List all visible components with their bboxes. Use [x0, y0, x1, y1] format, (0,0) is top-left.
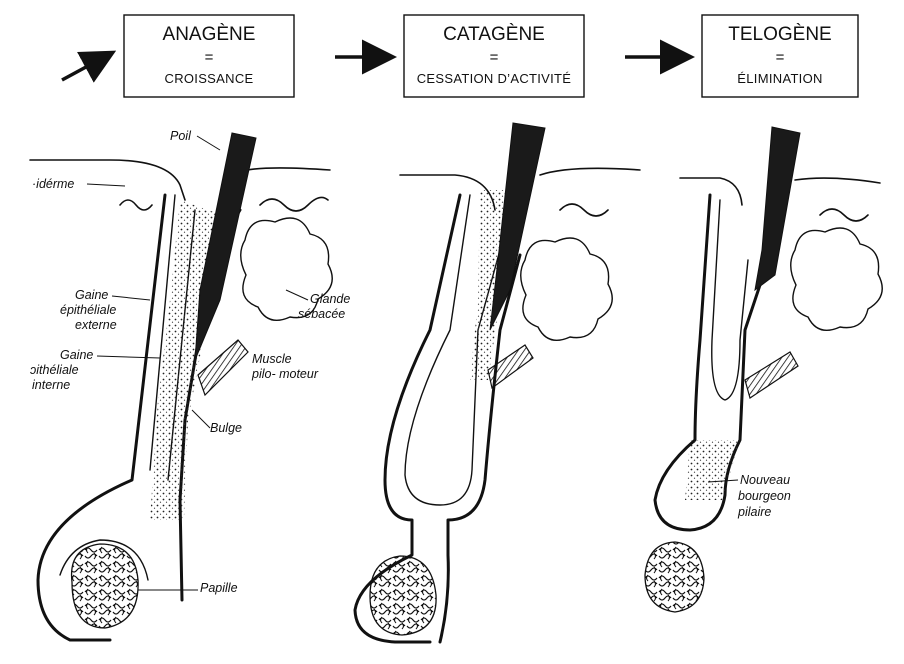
- catagen-outer-left: [353, 193, 462, 644]
- label-gaine-externe: Gaine: [75, 288, 108, 302]
- label-papille: Papille: [200, 581, 238, 595]
- label-muscle: Muscle: [252, 352, 292, 366]
- label-gaine-externe: externe: [75, 318, 117, 332]
- catagen-follicle: [353, 122, 641, 644]
- hair-shaft: [489, 122, 546, 331]
- phase-equals: =: [776, 49, 785, 66]
- phase-subtitle: CESSATION D’ACTIVITÉ: [417, 71, 572, 86]
- label-bourgeon: Nouveau: [740, 473, 790, 487]
- arrector-muscle: [197, 339, 249, 397]
- phase-subtitle: ÉLIMINATION: [737, 71, 822, 86]
- phase-title: TELOGÈNE: [728, 24, 831, 45]
- label-gaine-interne: ɔithéliale: [30, 363, 79, 377]
- epidermis-line: [29, 159, 186, 201]
- label-epiderme: ·idérme: [32, 177, 74, 191]
- anagen-follicle: Poil ·idérme Gaine épithéliale externe G…: [29, 129, 350, 642]
- label-gaine-interne: interne: [32, 378, 70, 392]
- phase-equals: =: [205, 49, 214, 66]
- label-gaine-externe: épithéliale: [60, 303, 116, 317]
- phase-box-catagene: CATAGÈNE = CESSATION D’ACTIVITÉ: [403, 14, 585, 98]
- arrector-muscle: [487, 344, 534, 390]
- dermal-papilla: [644, 541, 705, 613]
- telogen-follicle: Nouveau bourgeon pilaire: [644, 126, 883, 613]
- sebaceous-gland: [520, 237, 613, 341]
- sebaceous-gland: [790, 227, 883, 331]
- phase-box-telogene: TELOGÈNE = ÉLIMINATION: [701, 14, 859, 98]
- phase-title: ANAGÈNE: [163, 24, 256, 45]
- dermal-papilla: [70, 543, 139, 629]
- hair-shaft: [194, 132, 257, 361]
- label-glande: sébacée: [298, 307, 345, 321]
- label-gaine-interne: Gaine: [60, 348, 93, 362]
- label-bourgeon: pilaire: [737, 505, 771, 519]
- phase-equals: =: [490, 49, 499, 66]
- phase-box-anagene: ANAGÈNE = CROISSANCE: [123, 14, 295, 98]
- arrector-muscle: [744, 351, 799, 399]
- sebaceous-gland: [240, 217, 333, 321]
- catagen-outer-right: [438, 253, 522, 644]
- label-bourgeon: bourgeon: [738, 489, 791, 503]
- hair-shaft: [754, 126, 801, 292]
- label-bulge: Bulge: [210, 421, 242, 435]
- phase-title: CATAGÈNE: [443, 24, 545, 45]
- dermal-papilla: [369, 555, 437, 636]
- label-poil: Poil: [170, 129, 192, 143]
- phase-subtitle: CROISSANCE: [165, 71, 254, 86]
- arrow-icon: [61, 50, 117, 83]
- label-muscle: pilo- moteur: [251, 367, 319, 381]
- outer-sheath-left: [36, 193, 167, 642]
- label-glande: Glande: [310, 292, 350, 306]
